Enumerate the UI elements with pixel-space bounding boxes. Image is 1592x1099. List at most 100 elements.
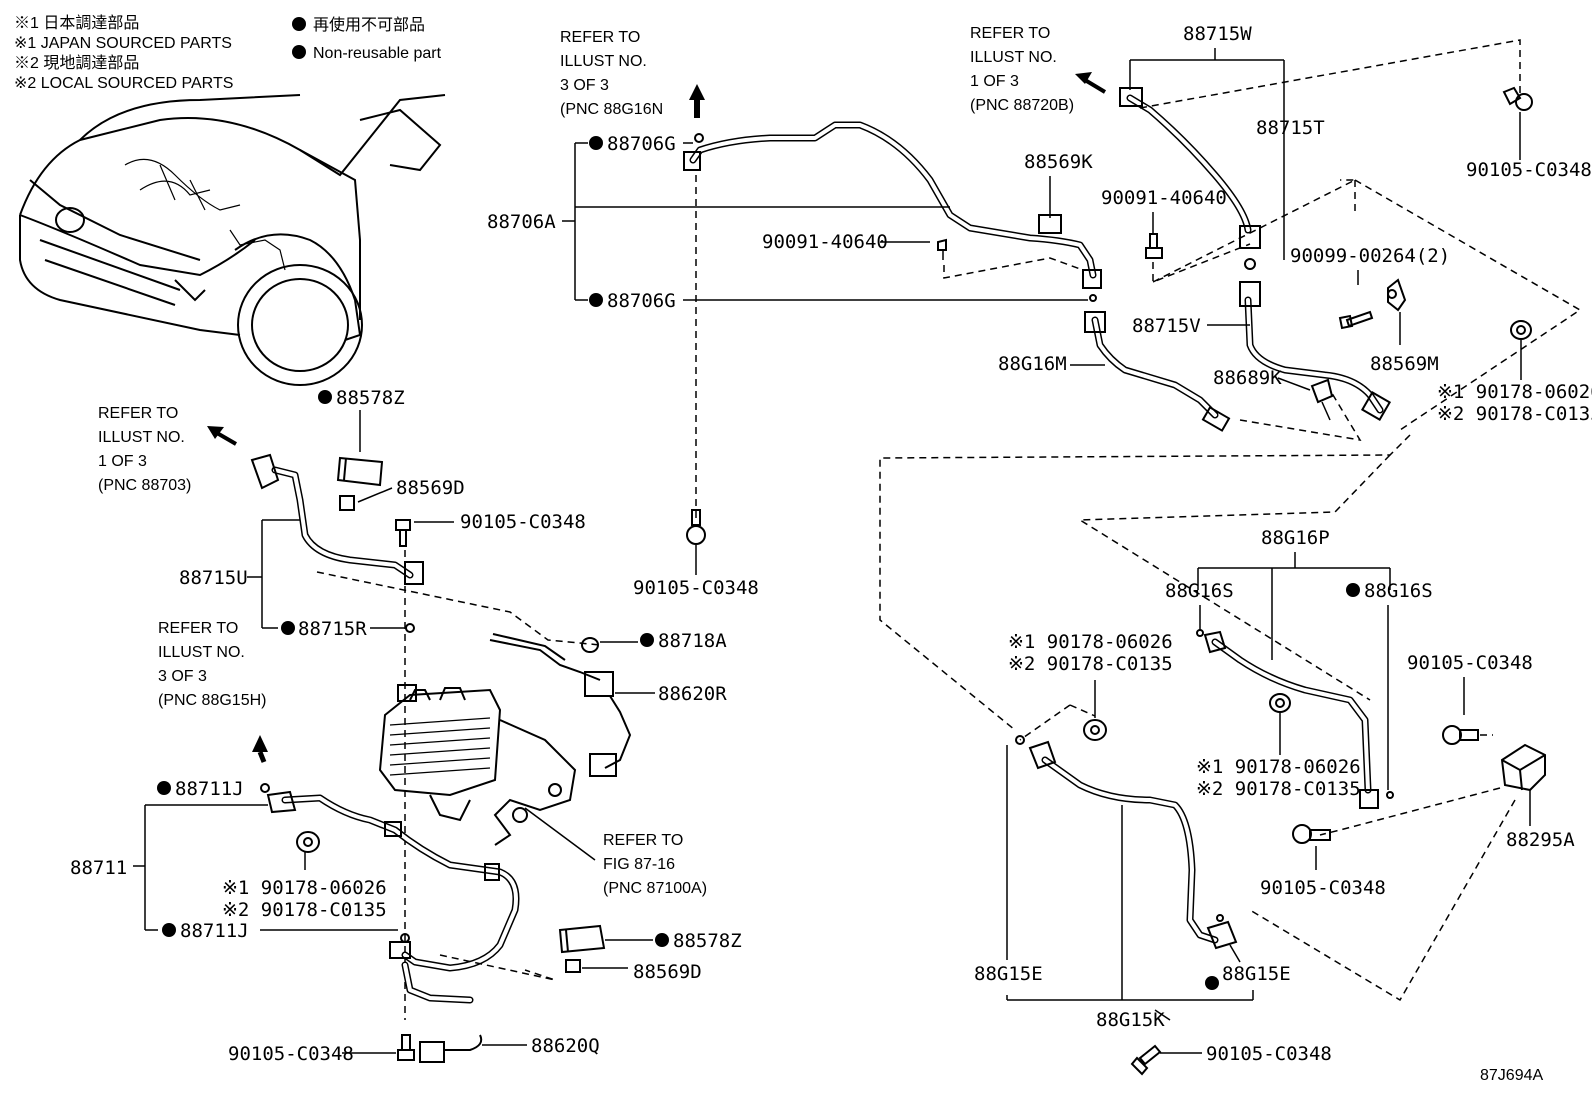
label-88715W: 88715W bbox=[1183, 23, 1252, 45]
label-90091-40640-right: 90091-40640 bbox=[1101, 187, 1227, 209]
hose-88706A-group bbox=[683, 121, 1231, 432]
arrow-up-icon bbox=[689, 84, 705, 100]
hose-end-fitting bbox=[1082, 269, 1102, 289]
refer-88703-line2: ILLUST NO. bbox=[98, 429, 185, 446]
non-reusable-dot-icon bbox=[292, 17, 306, 31]
install-line bbox=[1139, 39, 1521, 109]
bolt-90091-right bbox=[1145, 233, 1163, 259]
label-88689K: 88689K bbox=[1213, 367, 1282, 389]
label-90105-C0348-bottom-left: 90105-C0348 bbox=[228, 1043, 354, 1065]
refer-88720B-line3: 1 OF 3 bbox=[970, 73, 1019, 90]
refer-88G16N-line4: (PNC 88G16N bbox=[560, 101, 663, 118]
label-88711J-top: 88711J bbox=[175, 778, 244, 800]
label-88569M: 88569M bbox=[1370, 353, 1439, 375]
bracket-88295A bbox=[1500, 743, 1546, 792]
sensor-88620Q bbox=[419, 1034, 483, 1063]
label-88578Z-bottom: 88578Z bbox=[673, 930, 742, 952]
refer-88G15H-line2: ILLUST NO. bbox=[158, 644, 245, 661]
non-reusable-dot-icon bbox=[157, 781, 171, 795]
non-reusable-dot-icon bbox=[589, 136, 603, 150]
install-line bbox=[879, 434, 1411, 731]
label-88578Z-top: 88578Z bbox=[336, 387, 405, 409]
label-190178-06026-left: ※1 90178-06026 bbox=[222, 877, 387, 899]
non-reusable-dot-icon bbox=[281, 621, 295, 635]
bolt-90099-00264 bbox=[1338, 310, 1374, 330]
refer-88703-line1: REFER TO bbox=[98, 405, 178, 422]
pipe-88715W bbox=[1119, 87, 1261, 270]
clamp-88569D-bottom bbox=[565, 959, 581, 973]
refer-88703-line4: (PNC 88703) bbox=[98, 477, 191, 494]
label-88620R: 88620R bbox=[658, 683, 727, 705]
legend-en: Non-reusable part bbox=[313, 45, 442, 62]
label-88G15K: 88G15K bbox=[1096, 1009, 1165, 1031]
bolt-90105-center bbox=[686, 509, 706, 545]
non-reusable-dot-icon bbox=[318, 390, 332, 404]
non-reusable-dot-icon bbox=[655, 933, 669, 947]
label-88715R: 88715R bbox=[298, 618, 367, 640]
label-90099-00264: 90099-00264(2) bbox=[1290, 245, 1450, 267]
label-190178-06026-mid2: ※1 90178-06026 bbox=[1008, 631, 1173, 653]
refer-88720B-line4: (PNC 88720B) bbox=[970, 97, 1074, 114]
vehicle-illustration bbox=[19, 94, 446, 386]
label-88G15E-left: 88G15E bbox=[974, 963, 1043, 985]
refer-88G16N-line3: 3 OF 3 bbox=[560, 77, 609, 94]
label-290178-C0135-right: ※2 90178-C0135 bbox=[1437, 403, 1592, 425]
label-190178-06026-right: ※1 90178-06026 bbox=[1437, 381, 1592, 403]
non-reusable-dot-icon bbox=[640, 633, 654, 647]
bolt-90105-bottom-right2 bbox=[1130, 1044, 1162, 1076]
label-88G16S-left: 88G16S bbox=[1165, 580, 1234, 602]
label-90105-C0348-center: 90105-C0348 bbox=[633, 577, 759, 599]
refer-88G15H-line4: (PNC 88G15H) bbox=[158, 692, 266, 709]
arrow-up-icon bbox=[252, 735, 268, 752]
pipe-88715V bbox=[1239, 281, 1392, 422]
bolt-90105-top-right bbox=[1502, 86, 1533, 111]
legend-jp: 再使用不可部品 bbox=[313, 16, 425, 34]
non-reusable-dot-icon bbox=[1205, 976, 1219, 990]
label-88G16M: 88G16M bbox=[998, 353, 1067, 375]
refer-88G16N-line2: ILLUST NO. bbox=[560, 53, 647, 70]
grommet-88718A bbox=[581, 637, 599, 653]
label-88295A: 88295A bbox=[1506, 829, 1575, 851]
bolt-90105-bottom-left bbox=[397, 1034, 415, 1061]
install-line bbox=[1239, 389, 1362, 442]
refer-87100A-line2: FIG 87-16 bbox=[603, 856, 675, 873]
label-88718A: 88718A bbox=[658, 630, 727, 652]
sensor-88620R bbox=[489, 633, 632, 777]
label-88G15E-right: 88G15E bbox=[1222, 963, 1291, 985]
label-88G16S-right: 88G16S bbox=[1364, 580, 1433, 602]
oil-cooler-assembly bbox=[378, 684, 577, 846]
pipe-88715U bbox=[250, 453, 424, 585]
label-90105-C0348-left1: 90105-C0348 bbox=[460, 511, 586, 533]
install-line bbox=[439, 954, 556, 981]
label-290178-C0135-mid2: ※2 90178-C0135 bbox=[1008, 653, 1173, 675]
label-290178-C0135-mid1: ※2 90178-C0135 bbox=[1196, 778, 1361, 800]
label-88706A: 88706A bbox=[487, 211, 556, 233]
pipe-88G15E bbox=[1015, 735, 1238, 950]
install-line bbox=[316, 571, 601, 646]
label-88711: 88711 bbox=[70, 857, 127, 879]
refer-88G15H-line3: 3 OF 3 bbox=[158, 668, 207, 685]
refer-88G16N-line1: REFER TO bbox=[560, 29, 640, 46]
protector-88578Z-top bbox=[336, 456, 384, 487]
refer-88720B-line1: REFER TO bbox=[970, 25, 1050, 42]
label-90105-C0348-mid-right: 90105-C0348 bbox=[1407, 652, 1533, 674]
pipe-88G16P bbox=[1196, 629, 1394, 809]
nut-90178-right bbox=[1510, 320, 1532, 340]
refer-88703-line3: 1 OF 3 bbox=[98, 453, 147, 470]
protector-88578Z-bottom bbox=[558, 924, 606, 954]
label-88569D-top: 88569D bbox=[396, 477, 465, 499]
label-88706G-bottom: 88706G bbox=[607, 290, 676, 312]
label-190178-06026-mid1: ※1 90178-06026 bbox=[1196, 756, 1361, 778]
clamp-88569D-top bbox=[339, 495, 355, 511]
install-line bbox=[1354, 179, 1582, 431]
refer-88G15H-line1: REFER TO bbox=[158, 620, 238, 637]
label-88715T: 88715T bbox=[1256, 117, 1325, 139]
nut-90178-left bbox=[296, 831, 320, 853]
clamp-88569M bbox=[1387, 278, 1407, 312]
arrow-upleft-icon bbox=[207, 426, 224, 439]
label-90105-C0348-bottom-right1: 90105-C0348 bbox=[1260, 877, 1386, 899]
note-local-jp: ※2 現地調達部品 bbox=[14, 54, 139, 72]
non-reusable-dot-icon bbox=[589, 293, 603, 307]
hose-end-fitting bbox=[683, 151, 701, 171]
